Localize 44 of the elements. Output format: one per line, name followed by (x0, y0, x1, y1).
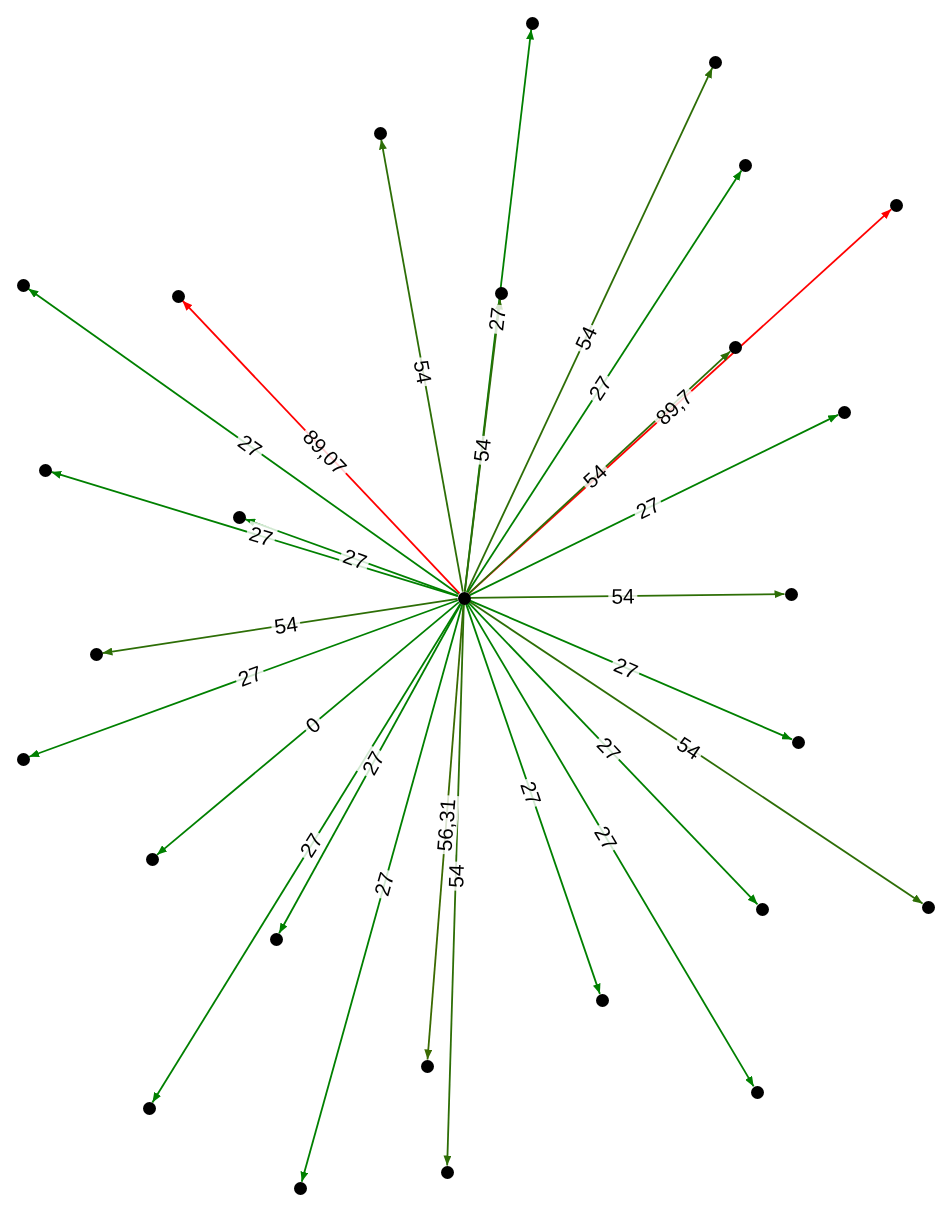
arrow (151, 602, 462, 1104)
arrow (466, 169, 743, 594)
arrow (28, 599, 459, 758)
node-dot (728, 340, 742, 354)
arrow (300, 603, 464, 1183)
node-dot (142, 1101, 156, 1115)
node-dot (16, 278, 30, 292)
arrow (469, 590, 786, 599)
node-dot (889, 198, 903, 212)
arrow (465, 603, 601, 995)
node-dot (145, 852, 159, 866)
node-dot (525, 16, 539, 30)
node-dot (171, 289, 185, 303)
node-dot (420, 1059, 434, 1073)
node-dot (921, 900, 935, 914)
node-dot (837, 405, 851, 419)
arrow (467, 601, 759, 906)
node-dot (293, 1181, 307, 1195)
node-dot (595, 993, 609, 1007)
arrow (465, 67, 714, 593)
arrow (156, 601, 460, 856)
node-dot (755, 902, 769, 916)
node-dot (269, 932, 283, 946)
node-dot (750, 1085, 764, 1099)
node-dot (708, 55, 722, 69)
arrow (469, 599, 793, 741)
node-dot (738, 158, 752, 172)
arrow (27, 287, 460, 596)
node-dot (494, 286, 508, 300)
node-dot (16, 752, 30, 766)
node-dot (791, 735, 805, 749)
arrow (379, 138, 464, 593)
arrow (468, 600, 924, 905)
node-dot (457, 591, 471, 605)
node-dot (232, 510, 246, 524)
arrow (466, 602, 755, 1088)
node-dot (440, 1165, 454, 1179)
node-dot (373, 126, 387, 140)
arrow (101, 598, 459, 656)
arrow (278, 602, 462, 935)
node-dot (38, 463, 52, 477)
node-dot (784, 587, 798, 601)
arrow (468, 413, 840, 597)
node-dot (89, 647, 103, 661)
